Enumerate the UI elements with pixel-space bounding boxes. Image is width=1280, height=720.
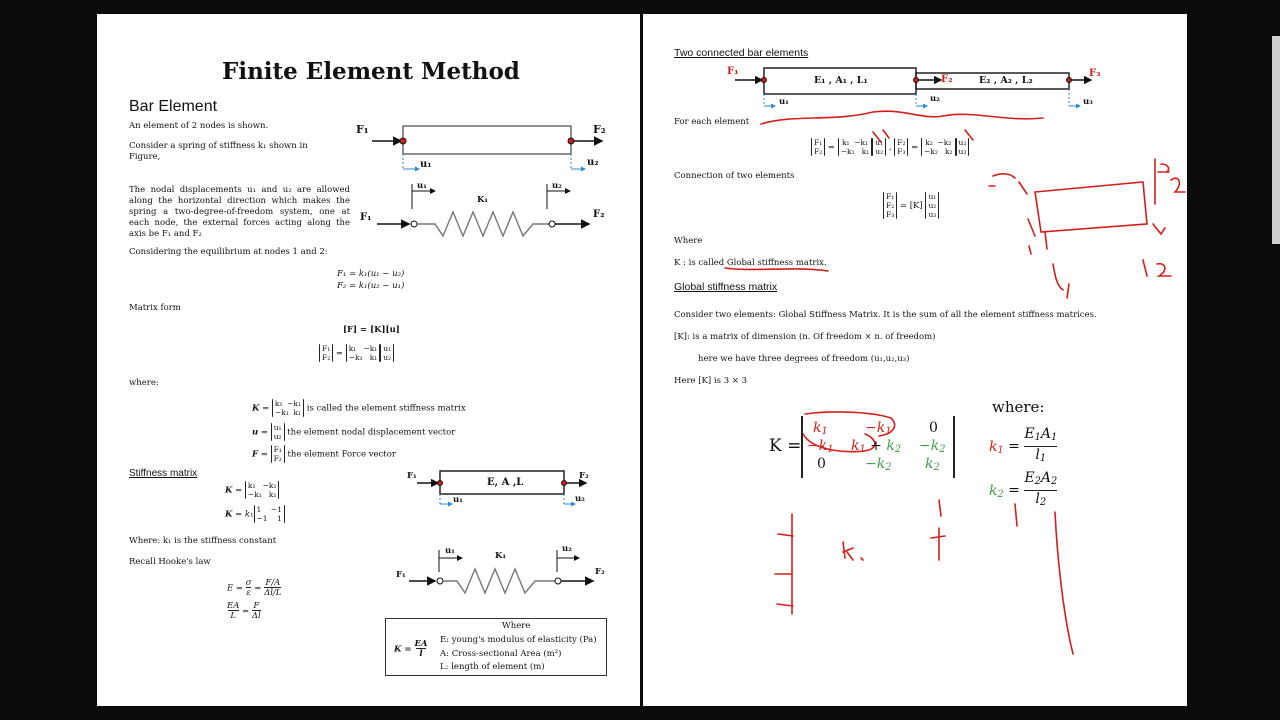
consider-text: Consider two elements: Global Stiffness … (674, 310, 1097, 320)
handwritten-annotations (724, 110, 1186, 655)
equation-1: F₁ = k₁(u₁ − u₂) (337, 269, 405, 279)
K-definition: K = k₁ −k₁−k₁ k₁ is called the element s… (252, 399, 466, 417)
spring-figure-2 (409, 550, 595, 595)
fig3-F1: F₁ (407, 471, 417, 481)
K33: k2 (925, 456, 940, 473)
where-k1-text: Where: k₁ is the stiffness constant (129, 536, 277, 546)
heading-two-connected: Two connected bar elements (674, 47, 809, 59)
K13: 0 (929, 420, 938, 436)
K22: k1 + k2 (851, 438, 902, 455)
global-K-matrix: k1 −k1 0 −k1 k1 + k2 −k2 0 −k2 k2 (801, 416, 955, 478)
fig3-u1: u₁ (453, 495, 463, 505)
K23: −k2 (919, 438, 946, 455)
matrix-form-label: Matrix form (129, 303, 181, 313)
left-figures (372, 125, 604, 595)
bar-element-figure-2 (417, 470, 588, 507)
fig4-F2: F₂ (595, 567, 605, 577)
fig-u3: u₃ (1083, 97, 1093, 107)
K31: 0 (817, 456, 826, 472)
element2-label: E₂ , A₂ , L₂ (979, 75, 1033, 86)
where-line-E: E: young's modulus of elasticity (Pa) (440, 635, 597, 645)
here-K-text: Here [K] is 3 × 3 (674, 376, 748, 386)
equation-2: F₂ = k₁(u₂ − u₁) (337, 281, 405, 291)
where-line-L: L: length of element (m) (440, 662, 545, 672)
matrix-form-equation: [F] = [K][u] (343, 325, 400, 335)
connection-text: Connection of two elements (674, 171, 795, 181)
fig4-K1: K₁ (495, 551, 507, 561)
where-line-A: A: Cross-sectional Area (m²) (440, 649, 562, 659)
where-box: Where K = EA l E: young's modulus of ela… (385, 618, 607, 676)
stiffness-matrix-heading: Stiffness matrix (129, 468, 198, 479)
element1-label: E₁ , A₁ , L₁ (814, 75, 868, 86)
stiffness-matrix-eq1: K = k₁ −k₁−k₁ k₁ (225, 481, 280, 499)
global-K-symbol: K = (769, 436, 802, 456)
fig1-F2: F₂ (593, 123, 606, 136)
hooke-label: Recall Hooke's law (129, 557, 211, 567)
K12: −k1 (865, 420, 892, 437)
left-page: Finite Element Method Bar Element An ele… (97, 14, 640, 706)
fig-u1: u₁ (779, 97, 789, 107)
where-label: Where (674, 236, 703, 246)
where-label: where: (129, 378, 159, 388)
two-bar-elements-figure (735, 67, 1093, 109)
K32: −k2 (865, 456, 892, 473)
K-EA-over-l: K = EA l (394, 639, 428, 659)
bar-element-figure (372, 125, 604, 172)
fig4-u2: u₂ (562, 544, 572, 554)
fig2-u1: u₁ (417, 181, 427, 191)
right-page: Two connected bar elements (643, 14, 1187, 706)
section-heading-bar-element: Bar Element (129, 98, 218, 115)
spring-text: Consider a spring of stiffness k₁ shown … (129, 141, 308, 162)
equilibrium-text: Considering the equilibrium at nodes 1 a… (129, 247, 328, 257)
fig2-F2: F₂ (593, 209, 605, 220)
dof-text: here we have three degrees of freedom (u… (698, 354, 910, 364)
fig3-EAL: E, A ,L (487, 477, 524, 488)
fig1-F1: F₁ (356, 123, 369, 136)
fig4-u1: u₁ (445, 546, 455, 556)
nodal-text: The nodal displacements u₁ and u₂ are al… (129, 185, 350, 239)
fig-F2: F₂ (941, 74, 953, 85)
heading-global-stiffness: Global stiffness matrix (674, 281, 778, 293)
intro-line: An element of 2 nodes is shown. (129, 121, 269, 131)
where-big: where: (992, 398, 1045, 416)
fig4-F1: F₁ (396, 570, 406, 580)
vertical-scrollbar[interactable] (1272, 36, 1280, 244)
fig-F3: F₃ (1089, 68, 1101, 79)
K21: −k1 (807, 438, 834, 455)
fig2-K1: K₁ (477, 195, 489, 205)
for-each-element: For each element (674, 117, 750, 127)
fig-F1: F₁ (727, 66, 739, 77)
fig1-u1: u₁ (420, 159, 432, 170)
fig3-u2: u₂ (575, 494, 585, 504)
fig3-F2: F₂ (579, 471, 589, 481)
fig-u2: u₂ (930, 94, 940, 104)
fig1-u2: u₂ (587, 157, 599, 168)
fig2-u2: u₂ (552, 181, 562, 191)
right-figures (724, 67, 1186, 655)
global-K-definition: K : is called Global stiffness matrix. (674, 258, 827, 268)
dimension-text: [K]: is a matrix of dimension (n. Of fre… (674, 332, 936, 342)
where-box-title: Where (502, 621, 531, 631)
page-title: Finite Element Method (222, 58, 520, 85)
fig2-F1: F₁ (360, 212, 372, 223)
spring-figure-1 (377, 184, 591, 238)
K11: k1 (813, 420, 828, 437)
